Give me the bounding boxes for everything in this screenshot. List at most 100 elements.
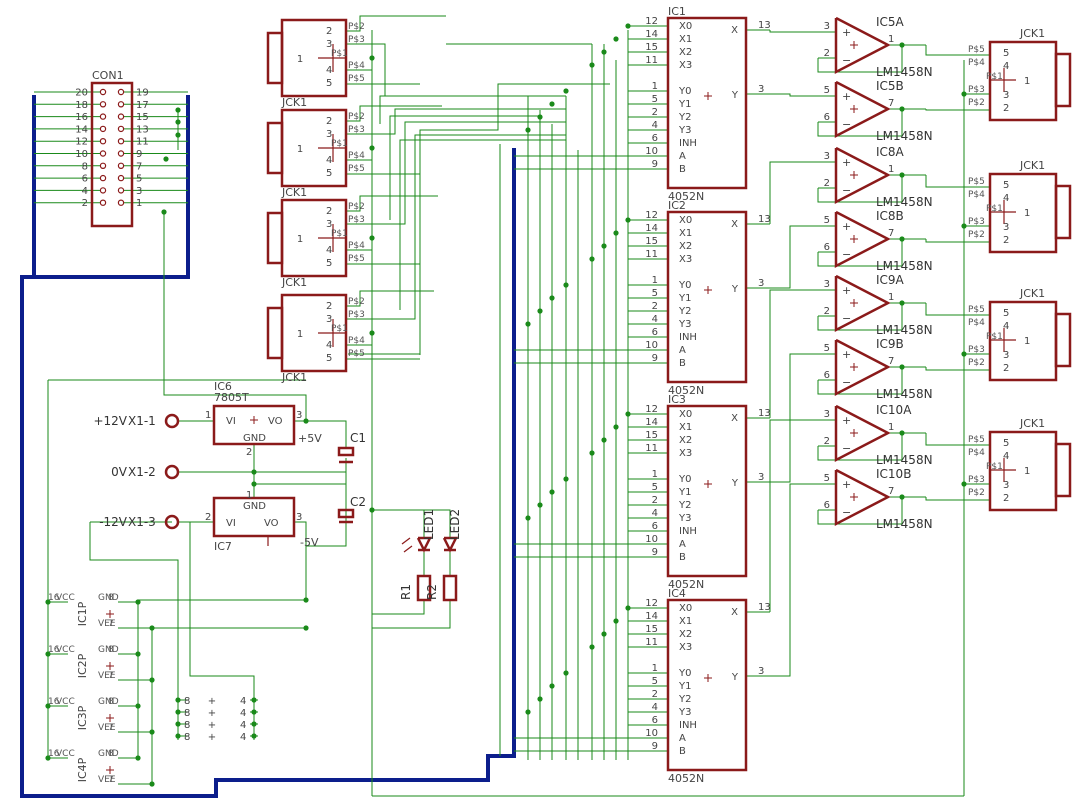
jack-pin-number: 5: [326, 168, 332, 179]
opamp-name: IC9A: [876, 273, 905, 287]
junction-dot: [961, 223, 967, 229]
mux-pin-number: 14: [645, 223, 658, 234]
wire: [389, 115, 540, 220]
supply-pin-name: GND: [98, 645, 119, 655]
mux-pin-number: 14: [645, 29, 658, 40]
junction-dot: [163, 156, 169, 162]
connector-pin-number: 2: [82, 198, 88, 209]
supply-pin-number: 7: [108, 671, 114, 681]
supply-pin-number: 7: [108, 775, 114, 785]
junction-dot: [563, 88, 569, 94]
opamp-pin: 3: [824, 279, 830, 290]
junction-dot: [601, 631, 607, 637]
mux-pin-name: X2: [679, 629, 692, 640]
mux-name: IC2: [668, 199, 686, 212]
junction-dot: [149, 677, 155, 683]
jack-pad: P$3: [348, 125, 365, 135]
mux-pin-name: X2: [679, 47, 692, 58]
mux-pin-name: X0: [679, 409, 692, 420]
dip-pin-number: 4: [240, 696, 246, 707]
opamp-name: IC8A: [876, 145, 905, 159]
wire: [189, 522, 255, 740]
jack-pad: P$2: [968, 358, 985, 368]
junction-dot: [613, 36, 619, 42]
junction-dot: [251, 469, 257, 475]
supply-pin-name: VEE: [98, 723, 116, 733]
dip-mark: +: [208, 708, 216, 719]
supply-part-name: IC3P: [76, 705, 89, 730]
opamp-plus: +: [842, 26, 851, 39]
mux-pin-number: 6: [652, 521, 658, 532]
connector-pin: [99, 199, 107, 206]
supply-pin-number: 16: [48, 749, 60, 759]
power-terminal: [164, 413, 180, 429]
wire: [817, 497, 903, 525]
junction-dot: [589, 256, 595, 262]
jack-pad: P$2: [348, 112, 365, 122]
mux-pin-number: 2: [652, 301, 658, 312]
jack-name: JCK1: [281, 371, 307, 384]
mux-pin-number: 13: [758, 602, 771, 613]
led-name: LED1: [422, 509, 436, 540]
connector-pin: [99, 174, 107, 182]
junction-dot: [549, 295, 555, 301]
junction-dot: [303, 418, 309, 424]
opamp-pin: 2: [824, 436, 830, 447]
jack-pad: P$5: [348, 254, 365, 264]
wire: [817, 239, 903, 267]
junction-dot: [601, 437, 607, 443]
mux-pin-number: 2: [652, 107, 658, 118]
mux-pin-name: Y1: [678, 681, 691, 692]
opamp-plus: +: [842, 220, 851, 233]
jack-sleeve: [1054, 442, 1072, 498]
junction-dot: [303, 625, 309, 631]
wire: [817, 303, 903, 331]
connector-pin: [99, 137, 107, 145]
mux-pin-number: 1: [652, 469, 658, 480]
capacitor-name: C2: [350, 495, 366, 509]
mux-part: 4052N: [668, 384, 704, 397]
supply-part-name: IC4P: [76, 757, 89, 782]
junction-dot: [899, 236, 905, 242]
jack-pad: P$2: [968, 488, 985, 498]
wire: [294, 420, 347, 448]
opamp-plus: +: [842, 90, 851, 103]
junction-dot: [525, 515, 531, 521]
mux-pin-number: 1: [652, 663, 658, 674]
mux-pin-number: 9: [652, 547, 658, 558]
mux-pin-number: 11: [645, 443, 658, 454]
junction-dot: [589, 450, 595, 456]
junction-dot: [45, 599, 51, 605]
supply-pin-number: 16: [48, 645, 60, 655]
junction-dot: [549, 101, 555, 107]
capacitor-c1: [337, 446, 355, 457]
jack-pad: P$5: [968, 177, 985, 187]
connector-pin: [99, 125, 107, 133]
mux-pin-name: X1: [679, 422, 692, 433]
opamp-pin: 6: [824, 242, 830, 253]
jack-pad: P$5: [348, 349, 365, 359]
wire: [346, 105, 442, 122]
mux-pin-number: 4: [652, 120, 658, 131]
power-terminal: [164, 464, 180, 480]
bus-line: [34, 95, 190, 279]
mux-pin-name: A: [679, 345, 686, 356]
opamp-minus: −: [842, 312, 851, 325]
led-name: LED2: [448, 509, 462, 540]
junction-dot: [537, 502, 543, 508]
supply-pin-name: VEE: [98, 619, 116, 629]
mux-pin-number: 4: [652, 508, 658, 519]
connector-pin: [99, 150, 107, 157]
opamp-ic10b: [834, 468, 891, 527]
mux-pin-name: A: [679, 539, 686, 550]
wire: [419, 83, 610, 355]
mux-pin-name: X3: [679, 60, 692, 71]
mux-part: 4052N: [668, 190, 704, 203]
wires: [34, 15, 990, 797]
jack-pad: P$4: [968, 58, 985, 68]
connector-pin-number: 11: [136, 137, 149, 148]
jack-name: JCK1: [1019, 27, 1045, 40]
connector-pin: [99, 187, 107, 194]
opamp-plus: +: [842, 156, 851, 169]
